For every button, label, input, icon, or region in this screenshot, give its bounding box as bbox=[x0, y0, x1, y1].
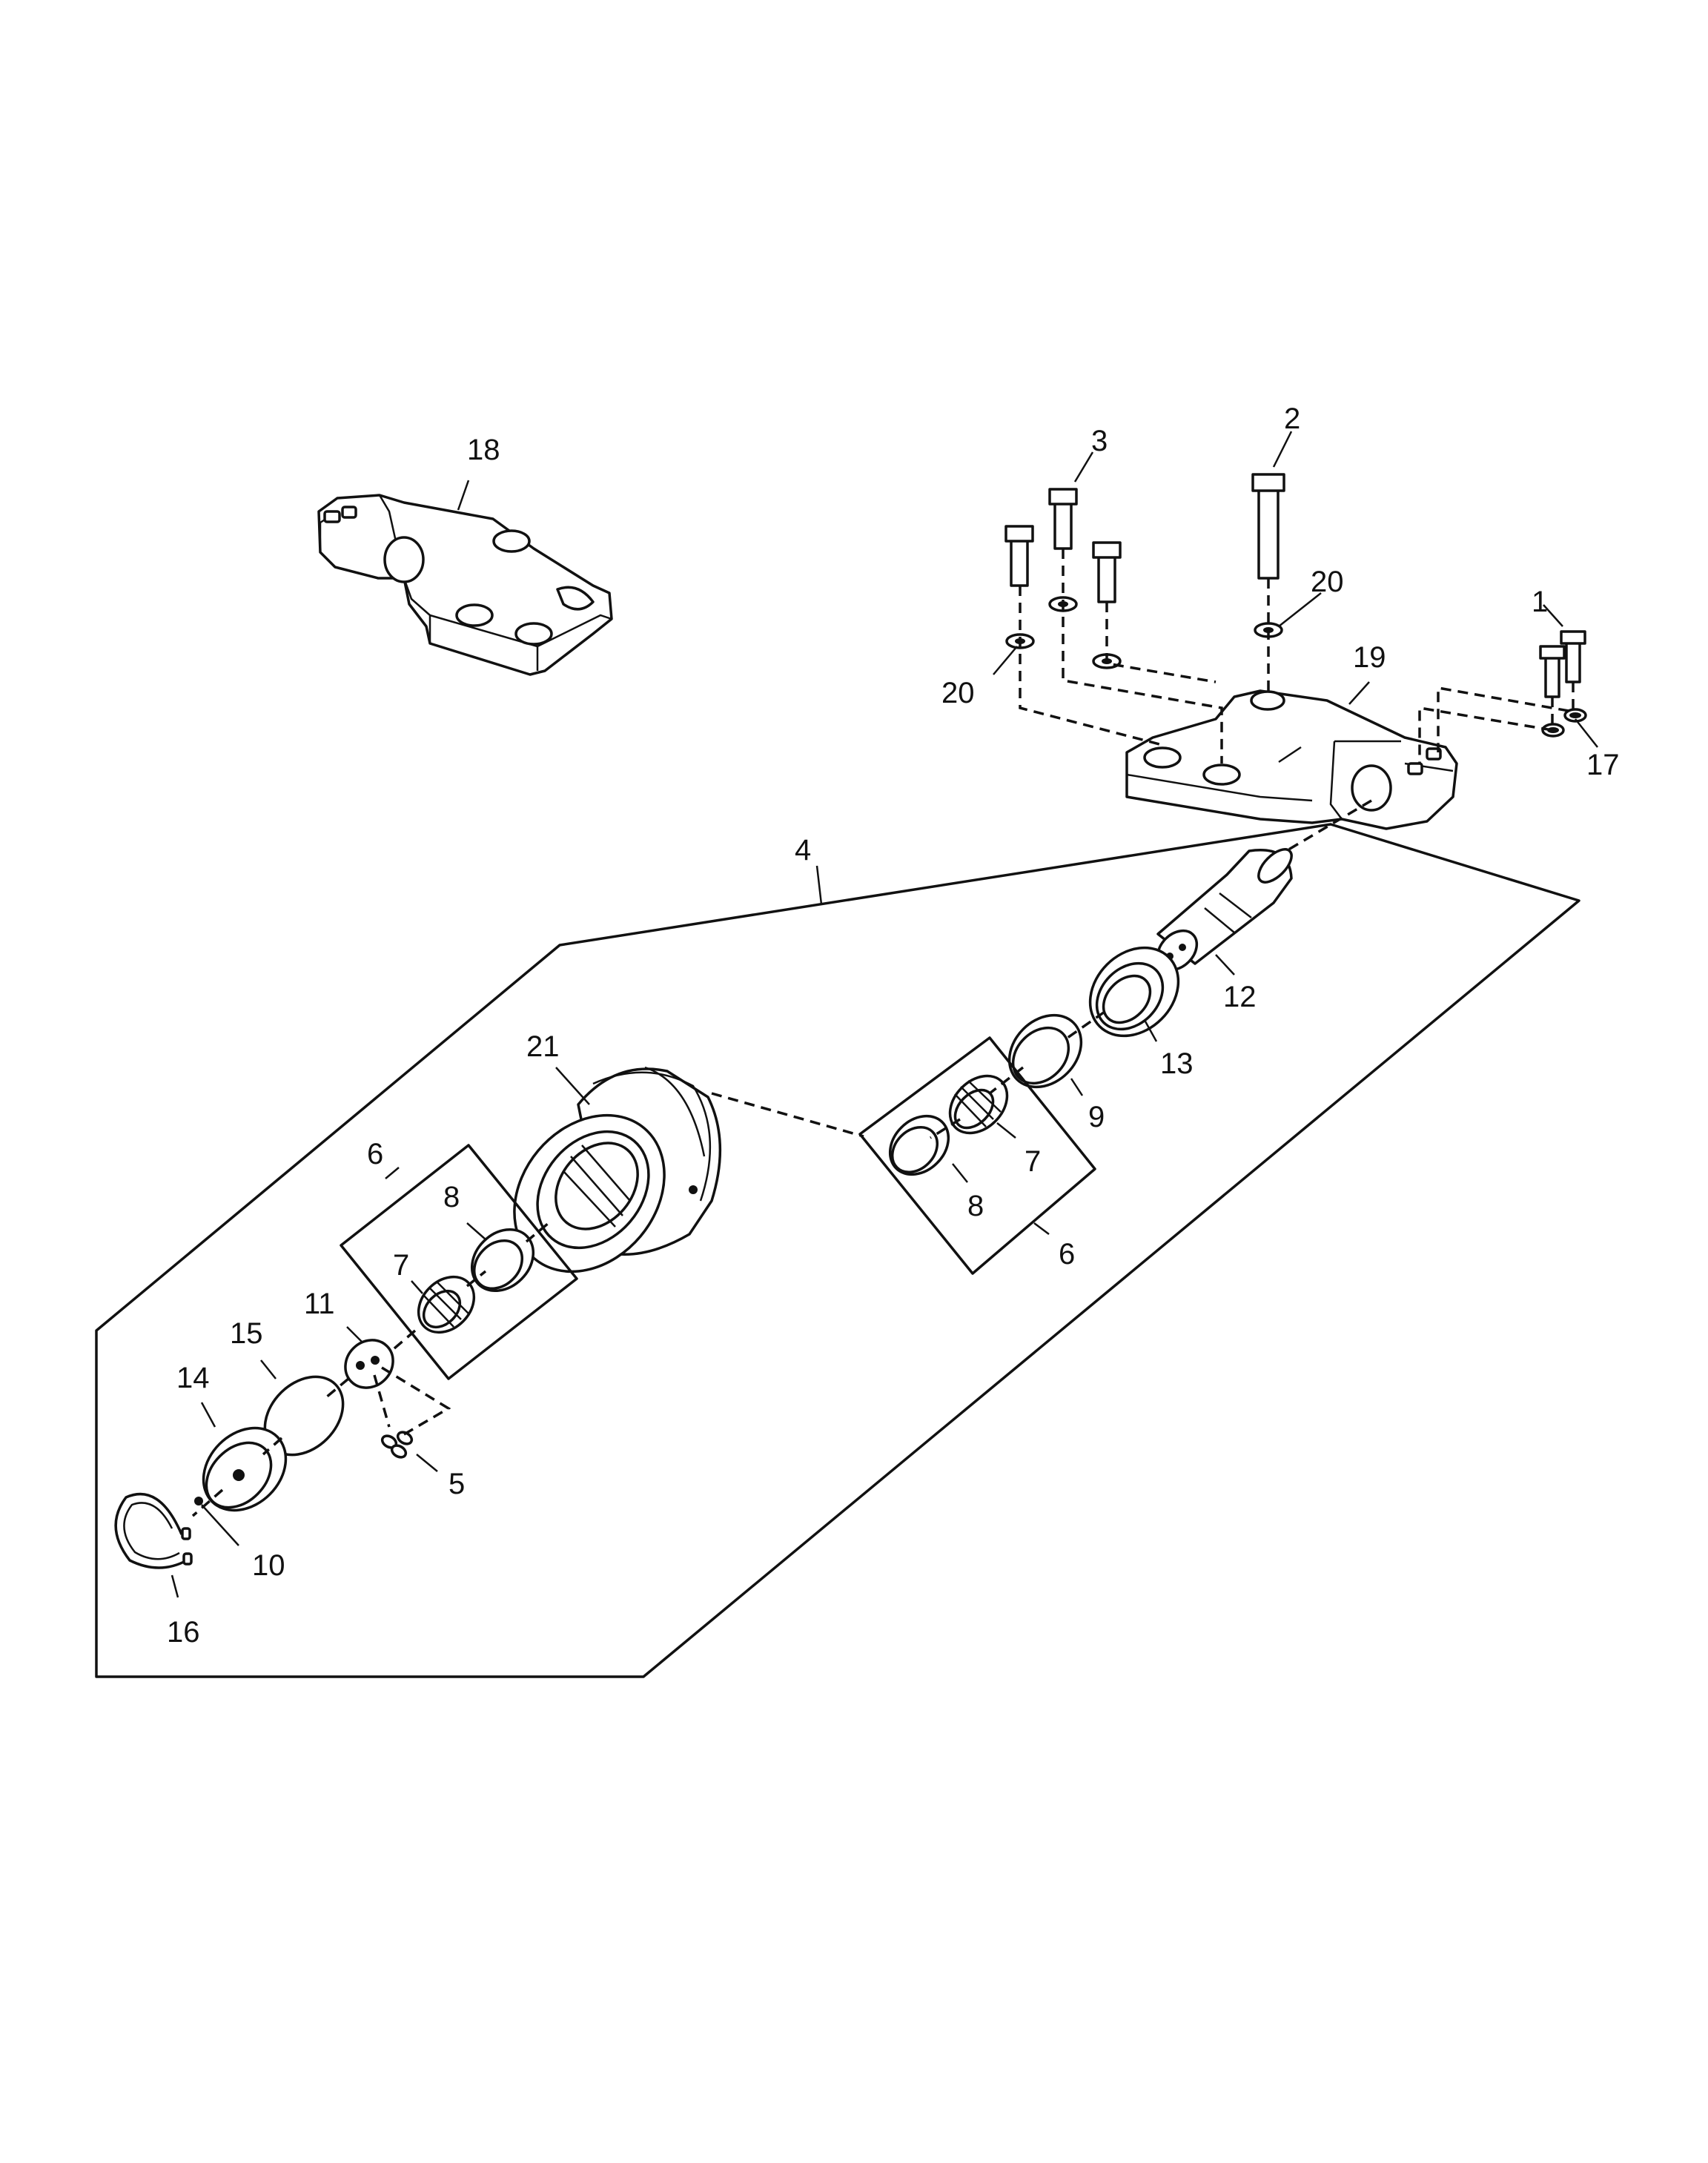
callout-3: 3 bbox=[1091, 425, 1108, 457]
callout-16: 16 bbox=[167, 1616, 200, 1649]
left-axis bbox=[388, 1222, 550, 1354]
callout-7-left: 7 bbox=[393, 1249, 409, 1282]
washers-20 bbox=[1005, 596, 1283, 669]
kit-4-outline bbox=[95, 823, 1580, 1678]
screw-lines bbox=[373, 1366, 451, 1436]
part-11-plug bbox=[344, 1339, 394, 1389]
part-21-roller bbox=[513, 1066, 722, 1273]
part-18-bracket bbox=[317, 494, 613, 676]
part-7-bearing-right bbox=[948, 1074, 1009, 1135]
callout-20-upper: 20 bbox=[1311, 566, 1344, 598]
bolt-mid bbox=[1092, 541, 1122, 603]
callout-13: 13 bbox=[1160, 1047, 1194, 1080]
part-5-screws bbox=[380, 1431, 414, 1459]
callout-20-lower: 20 bbox=[941, 677, 975, 709]
part-7-bearing-left bbox=[417, 1275, 476, 1334]
bolt-left bbox=[1004, 525, 1034, 587]
bolt-1b bbox=[1539, 645, 1566, 698]
part-8-cup-left bbox=[470, 1228, 535, 1293]
callout-17: 17 bbox=[1586, 749, 1620, 781]
wheel-connector-line bbox=[711, 1092, 864, 1138]
callout-6-right: 6 bbox=[1059, 1238, 1075, 1271]
bolt-1a bbox=[1560, 630, 1586, 683]
callout-labels: 1 2 3 4 5 6 6 7 7 8 8 9 10 11 12 13 14 1… bbox=[167, 403, 1620, 1649]
callout-6-left: 6 bbox=[367, 1138, 383, 1170]
callout-11: 11 bbox=[304, 1288, 335, 1320]
callout-1: 1 bbox=[1532, 586, 1548, 618]
callout-14: 14 bbox=[176, 1362, 210, 1394]
callout-21: 21 bbox=[526, 1030, 560, 1063]
callout-12: 12 bbox=[1223, 981, 1257, 1013]
callout-5: 5 bbox=[448, 1468, 465, 1500]
part-12-shaft bbox=[1156, 848, 1293, 972]
bolt-2 bbox=[1251, 473, 1285, 580]
part-8-cup-right bbox=[888, 1114, 950, 1176]
callout-10: 10 bbox=[252, 1549, 285, 1582]
washers-17 bbox=[1541, 708, 1587, 738]
callout-2: 2 bbox=[1284, 403, 1300, 435]
kit-6-box-right bbox=[858, 1036, 1096, 1275]
part-9-ring bbox=[1007, 1013, 1083, 1089]
callout-15: 15 bbox=[230, 1317, 263, 1350]
bolt-3 bbox=[1048, 488, 1078, 550]
callout-9: 9 bbox=[1088, 1101, 1105, 1133]
leader-lines bbox=[171, 431, 1598, 1598]
assembly-lines-top bbox=[1019, 549, 1575, 852]
callout-7-right: 7 bbox=[1025, 1145, 1041, 1178]
part-10-ball bbox=[194, 1497, 203, 1506]
part-19-bracket bbox=[1125, 689, 1458, 830]
right-axis bbox=[930, 1010, 1106, 1139]
callout-18: 18 bbox=[467, 434, 500, 466]
callout-19: 19 bbox=[1353, 641, 1386, 674]
callout-8-right: 8 bbox=[967, 1190, 984, 1222]
part-16-snap-ring bbox=[114, 1492, 193, 1569]
front-axis bbox=[191, 1377, 350, 1517]
callout-8-left: 8 bbox=[443, 1181, 460, 1213]
part-13-seal bbox=[1088, 946, 1180, 1038]
callout-4: 4 bbox=[795, 834, 811, 867]
